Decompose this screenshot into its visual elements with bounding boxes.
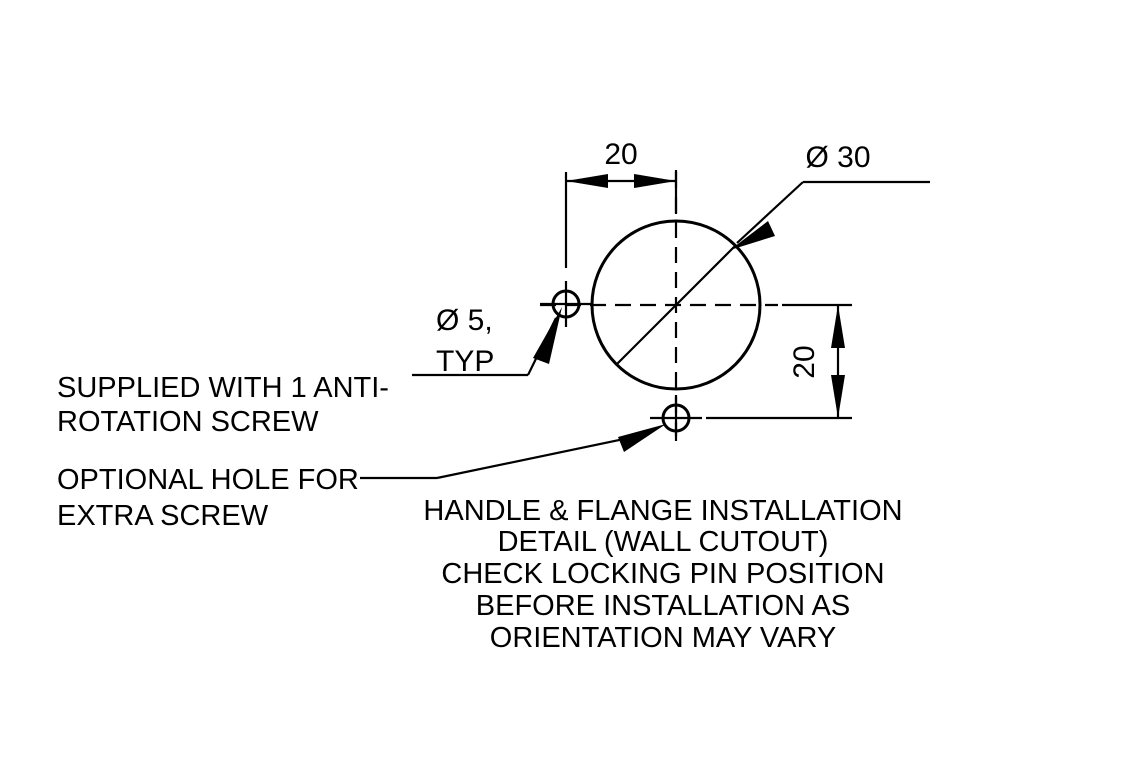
title-block-line-4: BEFORE INSTALLATION AS	[476, 590, 850, 622]
dim-label-main-bore: Ø 30	[805, 141, 870, 174]
title-block-line-1: HANDLE & FLANGE INSTALLATION	[423, 495, 902, 527]
dia30-leader-arrowhead	[730, 221, 775, 250]
dia30-diameter-indicator-line	[616, 245, 736, 365]
dim-label-screw-hole-typ: TYP	[436, 345, 494, 378]
dim-h-arrow-left	[566, 174, 608, 188]
title-block-line-5: ORIENTATION MAY VARY	[490, 622, 836, 654]
dim-h-arrow-right	[634, 174, 676, 188]
dia5-leader-arrowhead	[533, 307, 562, 364]
dim-v-arrow-bottom	[831, 375, 845, 418]
title-block-line-3: CHECK LOCKING PIN POSITION	[441, 558, 884, 590]
note-anti-rotation-line1: SUPPLIED WITH 1 ANTI-	[57, 372, 389, 404]
note-anti-rotation-line2: ROTATION SCREW	[57, 406, 319, 438]
note-optional-hole-line1: OPTIONAL HOLE FOR	[57, 464, 359, 496]
dim-label-horizontal: 20	[604, 138, 637, 171]
dim-label-vertical: 20	[788, 345, 821, 378]
dia30-leader-slant	[736, 181, 804, 244]
title-block-line-2: DETAIL (WALL CUTOUT)	[498, 526, 829, 558]
dim-v-arrow-top	[831, 305, 845, 348]
note-optional-hole-line2: EXTRA SCREW	[57, 500, 269, 532]
optional-hole-leader-slant	[436, 432, 649, 480]
optional-hole-leader-arrowhead	[618, 424, 666, 452]
dim-label-screw-hole-dia: Ø 5,	[436, 304, 493, 337]
